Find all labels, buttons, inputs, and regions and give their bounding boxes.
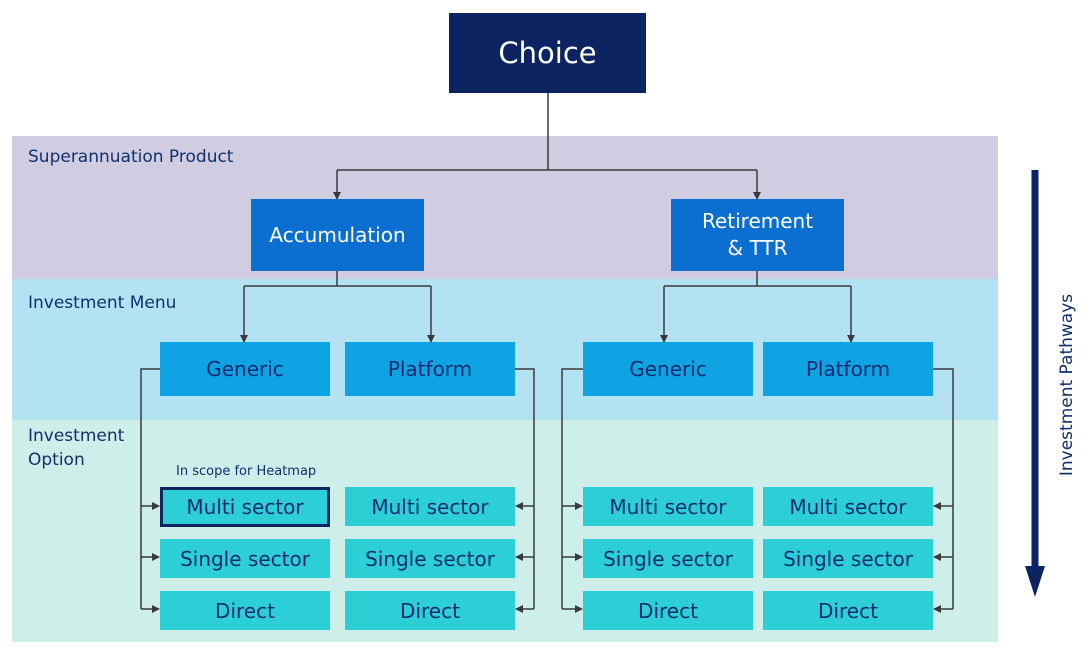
option-direct-3-label: Direct (638, 598, 698, 623)
option-direct-1-label: Direct (215, 598, 275, 623)
option-direct-1: Direct (160, 591, 330, 630)
option-single-sector-3: Single sector (583, 539, 753, 578)
heatmap-scope-note: In scope for Heatmap (176, 464, 317, 479)
option-multi-sector-4-label: Multi sector (789, 494, 907, 519)
option-single-sector-4-label: Single sector (783, 546, 913, 571)
menu-generic-retirement: Generic (583, 342, 753, 396)
band-label-investment-option: Investment Option (28, 426, 125, 470)
option-single-sector-2-label: Single sector (365, 546, 495, 571)
option-single-sector-2: Single sector (345, 539, 515, 578)
connector-generic-2-spine (561, 368, 583, 609)
product-accumulation: Accumulation (251, 199, 424, 271)
menu-platform-accumulation: Platform (345, 342, 515, 396)
menu-generic-accumulation-label: Generic (206, 357, 284, 381)
menu-platform-retirement: Platform (763, 342, 933, 396)
band-label-superannuation-product: Superannuation Product (28, 147, 234, 167)
option-direct-3: Direct (583, 591, 753, 630)
option-single-sector-4: Single sector (763, 539, 933, 578)
option-direct-4-label: Direct (818, 598, 878, 623)
menu-platform-accumulation-label: Platform (387, 357, 473, 381)
option-direct-4: Direct (763, 591, 933, 630)
investment-pathways-label: Investment Pathways (1057, 293, 1077, 477)
connector-platform-2-spine (932, 368, 954, 609)
option-single-sector-1-label: Single sector (180, 546, 310, 571)
option-direct-2: Direct (345, 591, 515, 630)
menu-generic-accumulation: Generic (160, 342, 330, 396)
choice-box: Choice (449, 13, 646, 93)
band-label-investment-menu: Investment Menu (28, 293, 177, 313)
menu-platform-retirement-label: Platform (805, 357, 891, 381)
investment-pathways-arrow-head (1025, 566, 1045, 597)
product-retirement-ttr: Retirement & TTR (671, 199, 844, 271)
option-multi-sector-2: Multi sector (345, 487, 515, 526)
option-direct-2-label: Direct (400, 598, 460, 623)
connector-generic-1-spine (140, 368, 160, 609)
option-multi-sector-3: Multi sector (583, 487, 753, 526)
option-multi-sector-1: Multi sector (160, 487, 330, 527)
option-multi-sector-4: Multi sector (763, 487, 933, 526)
option-multi-sector-1-label: Multi sector (186, 495, 304, 519)
option-multi-sector-3-label: Multi sector (609, 494, 727, 519)
product-retirement-ttr-label: Retirement & TTR (701, 209, 814, 260)
option-multi-sector-2-label: Multi sector (371, 494, 489, 519)
option-single-sector-3-label: Single sector (603, 546, 733, 571)
product-accumulation-label: Accumulation (269, 222, 406, 247)
option-single-sector-1: Single sector (160, 539, 330, 578)
menu-generic-retirement-label: Generic (629, 357, 707, 381)
choice-label: Choice (498, 36, 597, 70)
connector-platform-1-spine (515, 368, 535, 609)
